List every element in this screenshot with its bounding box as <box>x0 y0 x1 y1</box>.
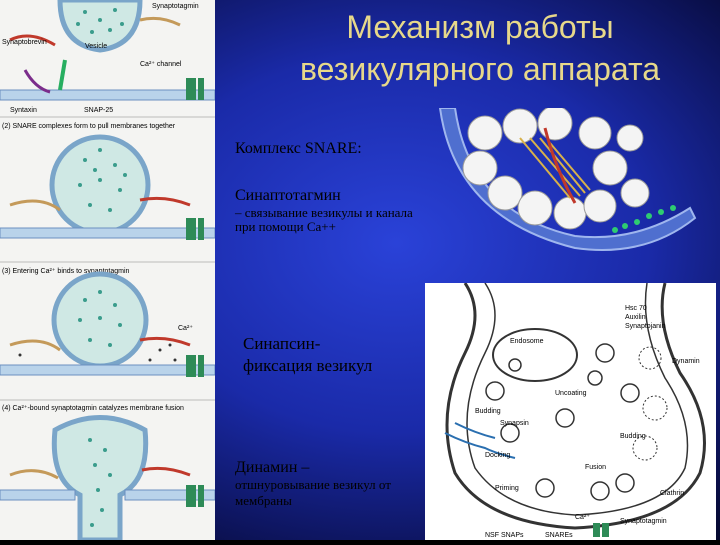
lbl-hsc70: Hsc 70 <box>625 305 647 312</box>
panel-2 <box>0 134 216 240</box>
lbl-ca-channel: Ca²⁺ channel <box>140 61 182 68</box>
lbl-auxilin: Auxilin <box>625 314 646 321</box>
lbl-snares: SNAREs <box>545 532 573 539</box>
lbl-priming: Priming <box>495 485 519 492</box>
lbl-dynamin: Dynamin <box>672 358 700 365</box>
title-line-2: везикулярного аппарата <box>299 51 661 87</box>
step3-text: (3) Entering Ca²⁺ binds to synaptotagmin <box>2 268 130 275</box>
lbl-fusion: Fusion <box>585 464 606 471</box>
snare-complex-image <box>425 105 705 268</box>
slide-title: Механизм работы везикулярного аппарата <box>250 6 710 90</box>
lbl-budding-1: Budding <box>475 408 501 415</box>
lbl-nsf-snaps: NSF SNAPs <box>485 532 524 539</box>
lbl-uncoating: Uncoating <box>555 390 587 397</box>
synapsin-line-2: фиксация везикул <box>243 356 373 375</box>
step4-text: (4) Ca²⁺-bound synaptotagmin catalyzes m… <box>2 405 184 412</box>
lbl-syntaxin: Syntaxin <box>10 107 37 114</box>
lbl-synaptotagmin-diagram: Synaptotagmin <box>620 518 667 525</box>
lbl-synaptotagmin-1: Synaptotagmin <box>152 3 199 10</box>
snare-mechanism-illustration: Synaptotagmin Synaptobrevin Vesicle Ca²⁺… <box>0 0 216 543</box>
panel-1 <box>0 0 216 101</box>
vesicle-cycle-diagram: Hsc 70 Auxilin Synaptojanin Endosome Unc… <box>425 282 716 540</box>
synapsin-label: Синапсин- фиксация везикул <box>243 333 372 377</box>
lbl-vesicle: Vesicle <box>85 43 107 50</box>
synaptotagmin-description: – связывание везикулы и канала при помощ… <box>235 205 413 234</box>
panel-3 <box>0 271 216 377</box>
lbl-synaptobrevin: Synaptobrevin <box>2 39 47 46</box>
panel-4 <box>0 415 216 543</box>
synaptotagmin-label: Синаптотагмин <box>235 187 341 204</box>
lbl-clathrin: Clathrin <box>660 490 684 497</box>
step2-text: (2) SNARE complexes form to pull membran… <box>2 123 176 130</box>
lbl-docking: Docking <box>485 452 510 459</box>
lbl-ca-panel3: Ca²⁺ <box>178 325 193 332</box>
lbl-synaptojanin: Synaptojanin <box>625 323 666 330</box>
synapsin-line-1: Синапсин- <box>243 334 321 353</box>
dynamin-label: Динамин – <box>235 459 310 476</box>
title-line-1: Механизм работы <box>346 9 614 45</box>
lbl-endosome: Endosome <box>510 338 544 345</box>
lbl-snap25: SNAP-25 <box>84 107 113 114</box>
vesicle-cycle-svg: Hsc 70 Auxilin Synaptojanin Endosome Unc… <box>444 282 706 539</box>
snare-steps-svg: Synaptotagmin Synaptobrevin Vesicle Ca²⁺… <box>0 0 216 543</box>
lbl-ca-diagram: Ca²⁺ <box>575 514 590 521</box>
lbl-budding-2: Budding <box>620 433 646 440</box>
snare-complex-label: Комплекс SNARE: <box>235 140 362 157</box>
dynamin-description: отшнуровывание везикул от мембраны <box>235 477 391 508</box>
lbl-synapsin-diagram: Synapsin <box>500 420 529 427</box>
snare-complex-svg <box>438 105 697 251</box>
